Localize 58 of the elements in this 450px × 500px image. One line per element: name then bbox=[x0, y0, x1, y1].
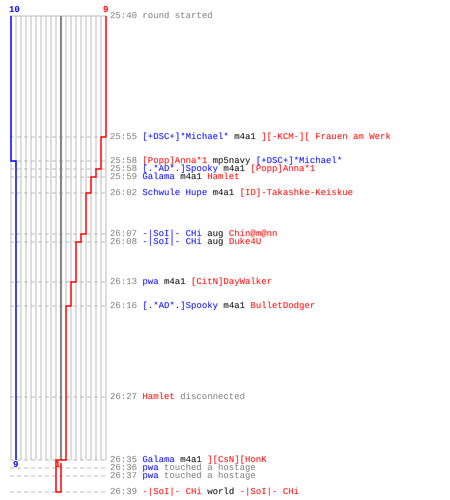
player-name: ][-KCM-][ Frauen am Werk bbox=[261, 132, 391, 142]
player-name: Schwule Hupe bbox=[142, 188, 208, 198]
weapon-name: m4a1 bbox=[223, 164, 246, 174]
player-name: [.*AD*.]Spooky bbox=[142, 301, 218, 311]
player-name: [Popp]Anna*1 bbox=[142, 156, 208, 166]
player-name: -|SoI|- CHi bbox=[142, 487, 202, 497]
timestamp: 26:16 bbox=[110, 301, 138, 311]
player-name: Hamlet bbox=[142, 392, 175, 402]
team-count: 9 bbox=[13, 460, 18, 470]
timestamp: 26:35 bbox=[110, 455, 138, 465]
player-name: [.*AD*.]Spooky bbox=[142, 164, 218, 174]
timestamp: 26:02 bbox=[110, 188, 138, 198]
weapon-name: mp5navy bbox=[212, 156, 250, 166]
player-name: Chin@m@nn bbox=[228, 229, 278, 239]
player-name: [CitN]DayWalker bbox=[191, 277, 272, 287]
weapon-name: aug bbox=[207, 237, 224, 247]
timestamp: 26:39 bbox=[110, 487, 138, 497]
timestamp: 26:08 bbox=[110, 237, 138, 247]
event-text: disconnected bbox=[180, 392, 246, 402]
player-name: [ID]-Takashke-Keiskue bbox=[240, 188, 354, 198]
timestamp: 25:58 bbox=[110, 156, 138, 166]
weapon-name: m4a1 bbox=[234, 132, 256, 142]
timestamp: 25:40 bbox=[110, 11, 138, 21]
weapon-name: aug bbox=[207, 229, 224, 239]
player-name: pwa bbox=[142, 463, 159, 473]
player-name: pwa bbox=[142, 471, 159, 481]
player-name: Duke4U bbox=[228, 237, 262, 247]
player-name: -|SoI|- CHi bbox=[240, 487, 300, 497]
player-name: -|SoI|- CHi bbox=[142, 229, 202, 239]
player-name: -|SoI|- CHi bbox=[142, 237, 202, 247]
timestamp: 25:55 bbox=[110, 132, 138, 142]
team-count: 9 bbox=[103, 5, 108, 15]
timestamp: 25:59 bbox=[110, 172, 138, 182]
player-name: [Popp]Anna*1 bbox=[250, 164, 316, 174]
weapon-name: m4a1 bbox=[212, 188, 234, 198]
weapon-name: m4a1 bbox=[223, 301, 246, 311]
event-text: touched a hostage bbox=[164, 463, 256, 473]
weapon-name: m4a1 bbox=[180, 455, 202, 465]
player-name: BulletDodger bbox=[250, 301, 316, 311]
player-name: ][CsN][HonK bbox=[207, 455, 267, 465]
timestamp: 26:13 bbox=[110, 277, 138, 287]
weapon-name: m4a1 bbox=[164, 277, 186, 287]
timestamp: 26:37 bbox=[110, 471, 138, 481]
timestamp: 26:36 bbox=[110, 463, 138, 473]
player-name: Galama bbox=[142, 172, 175, 182]
timestamp: 26:07 bbox=[110, 229, 138, 239]
weapon-name: world bbox=[207, 487, 234, 497]
event-text: touched a hostage bbox=[164, 471, 256, 481]
player-name: pwa bbox=[142, 277, 159, 287]
timestamp: 26:27 bbox=[110, 392, 138, 402]
weapon-name: m4a1 bbox=[180, 172, 202, 182]
timestamp: 25:58 bbox=[110, 164, 138, 174]
event-text: round started bbox=[142, 11, 213, 21]
team-count: 10 bbox=[9, 5, 20, 15]
player-name: Galama bbox=[142, 455, 175, 465]
player-name: [+DSC+]*Michael* bbox=[142, 132, 229, 142]
player-name: [+DSC+]*Michael* bbox=[256, 156, 342, 166]
player-name: Hamlet bbox=[207, 172, 240, 182]
